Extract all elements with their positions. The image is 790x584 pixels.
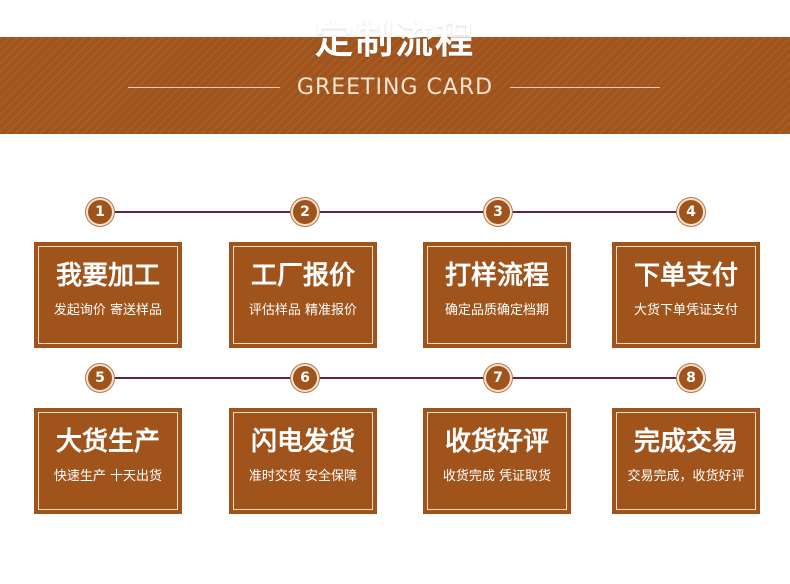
card-border — [427, 412, 567, 510]
step-title: 工厂报价 — [250, 261, 355, 291]
step-title: 打样流程 — [444, 261, 549, 291]
connector-line-row-2 — [100, 377, 690, 379]
step-title: 收货好评 — [444, 427, 549, 457]
step-card-2: 工厂报价 评估样品 精准报价 — [229, 242, 377, 348]
step-description: 交易完成，收货好评 — [627, 469, 745, 484]
card-border — [233, 412, 373, 510]
step-card-6: 闪电发货 准时交货 安全保障 — [229, 408, 377, 514]
card-border — [616, 412, 756, 510]
header-banner — [0, 37, 790, 134]
step-number-6: 6 — [293, 366, 317, 390]
step-card-8: 完成交易 交易完成，收货好评 — [612, 408, 760, 514]
step-number-5: 5 — [88, 366, 112, 390]
step-title: 我要加工 — [55, 261, 160, 291]
step-card-5: 大货生产 快速生产 十天出货 — [34, 408, 182, 514]
step-description: 评估样品 精准报价 — [248, 303, 358, 318]
card-border — [38, 412, 178, 510]
step-number-3: 3 — [486, 200, 510, 224]
step-number-2: 2 — [293, 200, 317, 224]
step-description: 确定品质确定档期 — [444, 303, 549, 318]
step-card-1: 我要加工 发起询价 寄送样品 — [34, 242, 182, 348]
step-description: 大货下单凭证支付 — [633, 303, 738, 318]
card-border — [38, 246, 178, 344]
step-title: 完成交易 — [633, 427, 738, 457]
subtitle-divider-right — [510, 87, 660, 88]
step-number-1: 1 — [88, 200, 112, 224]
step-number-7: 7 — [486, 366, 510, 390]
step-description: 准时交货 安全保障 — [248, 469, 358, 484]
step-description: 收货完成 凭证取货 — [442, 469, 552, 484]
card-border — [233, 246, 373, 344]
card-border — [616, 246, 756, 344]
page-subtitle: GREETING CARD — [296, 75, 494, 100]
step-description: 发起询价 寄送样品 — [53, 303, 163, 318]
connector-line-row-1 — [100, 211, 690, 213]
step-title: 闪电发货 — [250, 427, 355, 457]
step-description: 快速生产 十天出货 — [53, 469, 163, 484]
step-number-4: 4 — [679, 200, 703, 224]
step-card-4: 下单支付 大货下单凭证支付 — [612, 242, 760, 348]
subtitle-divider-left — [128, 87, 280, 88]
step-title: 下单支付 — [633, 261, 738, 291]
card-border — [427, 246, 567, 344]
step-number-8: 8 — [679, 366, 703, 390]
step-card-7: 收货好评 收货完成 凭证取货 — [423, 408, 571, 514]
step-card-3: 打样流程 确定品质确定档期 — [423, 242, 571, 348]
step-title: 大货生产 — [55, 427, 160, 457]
page-title: 定制流程 — [314, 18, 475, 62]
